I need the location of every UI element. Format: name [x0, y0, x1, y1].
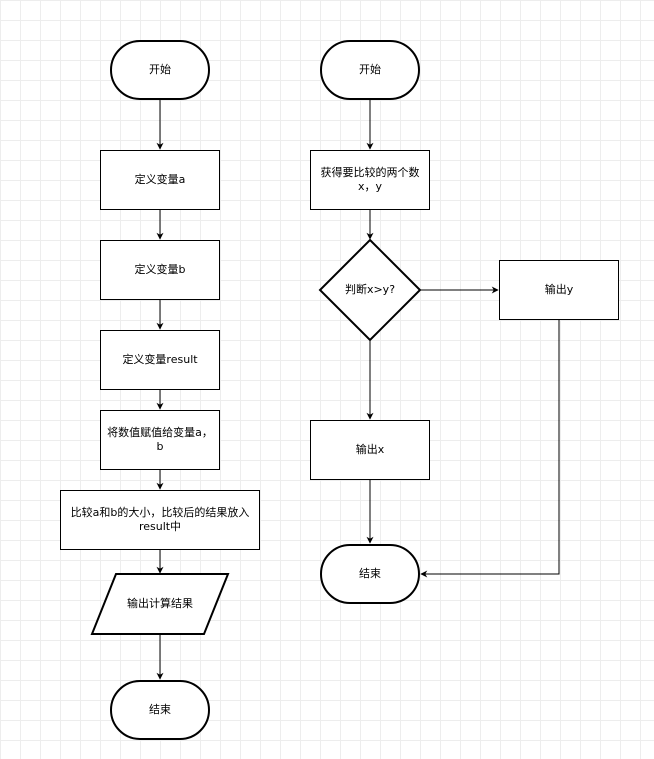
- define-result-process[interactable]: 定义变量result: [100, 330, 220, 390]
- define-a-process[interactable]: 定义变量a: [100, 150, 220, 210]
- output-x-process[interactable]: 输出x: [310, 420, 430, 480]
- right-start-terminal[interactable]: 开始: [320, 40, 420, 100]
- compare-process[interactable]: 比较a和b的大小，比较后的结果放入result中: [60, 490, 260, 550]
- define-result-label: 定义变量result: [122, 353, 198, 366]
- output-y-label: 输出y: [544, 283, 574, 296]
- output-x-label: 输出x: [355, 443, 385, 456]
- output-label: 输出计算结果: [127, 597, 193, 610]
- left-end-label: 结束: [149, 703, 171, 716]
- assign-process[interactable]: 将数值赋值给变量a，b: [100, 410, 220, 470]
- define-b-label: 定义变量b: [134, 263, 186, 276]
- decision-diamond-shape: [318, 238, 422, 342]
- right-end-terminal[interactable]: 结束: [320, 544, 420, 604]
- get-numbers-process[interactable]: 获得要比较的两个数x，y: [310, 150, 430, 210]
- decision-node[interactable]: 判断x>y?: [330, 275, 410, 305]
- get-numbers-label: 获得要比较的两个数x，y: [320, 166, 420, 193]
- assign-label: 将数值赋值给变量a，b: [107, 426, 213, 453]
- left-end-terminal[interactable]: 结束: [110, 680, 210, 740]
- right-end-label: 结束: [359, 567, 381, 580]
- decision-label: 判断x>y?: [344, 283, 396, 296]
- right-start-label: 开始: [359, 63, 381, 76]
- arrow-output-y-to-end: [420, 320, 560, 578]
- output-parallelogram-shape: [90, 573, 230, 635]
- define-a-label: 定义变量a: [134, 173, 186, 186]
- output-io[interactable]: 输出计算结果: [100, 574, 220, 634]
- output-y-process[interactable]: 输出y: [499, 260, 619, 320]
- define-b-process[interactable]: 定义变量b: [100, 240, 220, 300]
- compare-label: 比较a和b的大小，比较后的结果放入result中: [70, 506, 250, 533]
- left-start-terminal[interactable]: 开始: [110, 40, 210, 100]
- left-start-label: 开始: [149, 63, 171, 76]
